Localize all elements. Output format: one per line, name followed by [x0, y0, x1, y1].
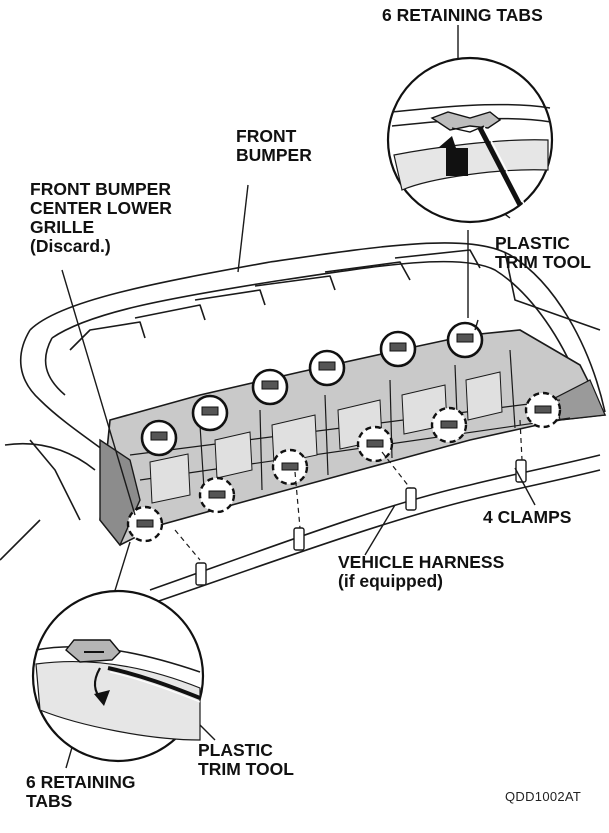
label-four-clamps-text: 4 CLAMPS	[483, 507, 572, 527]
label-retaining-tabs-top: 6 RETAINING TABS	[382, 6, 543, 25]
label-vehicle-harness-line-2: (if equipped)	[338, 571, 443, 591]
top-detail-inset	[386, 56, 554, 224]
label-front-bumper-line-2: BUMPER	[236, 145, 312, 165]
harness-clamps	[195, 459, 527, 586]
label-plastic-trim-tool-bottom-line-1: PLASTIC	[198, 740, 273, 760]
label-front-bumper-line-1: FRONT	[236, 126, 297, 146]
label-plastic-trim-tool-top: PLASTIC TRIM TOOL	[495, 234, 591, 272]
label-grille-line-1: FRONT BUMPER	[30, 179, 171, 199]
figure-code: QDD1002AT	[505, 789, 582, 804]
label-plastic-trim-tool-bottom: PLASTIC TRIM TOOL	[198, 741, 294, 779]
arrow-up-icon	[438, 136, 468, 176]
label-vehicle-harness: VEHICLE HARNESS (if equipped)	[338, 553, 504, 591]
bottom-detail-inset	[31, 589, 205, 763]
label-retaining-tabs-bottom-line-2: TABS	[26, 791, 73, 811]
label-grille-line-2: CENTER LOWER	[30, 198, 172, 218]
label-retaining-tabs-bottom: 6 RETAINING TABS	[26, 773, 136, 811]
label-four-clamps: 4 CLAMPS	[483, 508, 571, 527]
label-plastic-trim-tool-top-line-1: PLASTIC	[495, 233, 570, 253]
label-grille: FRONT BUMPER CENTER LOWER GRILLE (Discar…	[30, 180, 172, 256]
label-vehicle-harness-line-1: VEHICLE HARNESS	[338, 552, 505, 572]
vehicle-harness	[149, 454, 601, 605]
label-plastic-trim-tool-bottom-line-2: TRIM TOOL	[198, 759, 294, 779]
label-front-bumper: FRONT BUMPER	[236, 127, 312, 165]
label-grille-line-3: GRILLE	[30, 217, 95, 237]
label-retaining-tabs-top-text: 6 RETAINING TABS	[382, 5, 543, 25]
front-bumper-illustration	[0, 242, 606, 561]
label-grille-line-4: (Discard.)	[30, 236, 111, 256]
arrow-curve-icon	[94, 690, 110, 706]
label-plastic-trim-tool-top-line-2: TRIM TOOL	[495, 252, 591, 272]
label-retaining-tabs-bottom-line-1: 6 RETAINING	[26, 772, 136, 792]
